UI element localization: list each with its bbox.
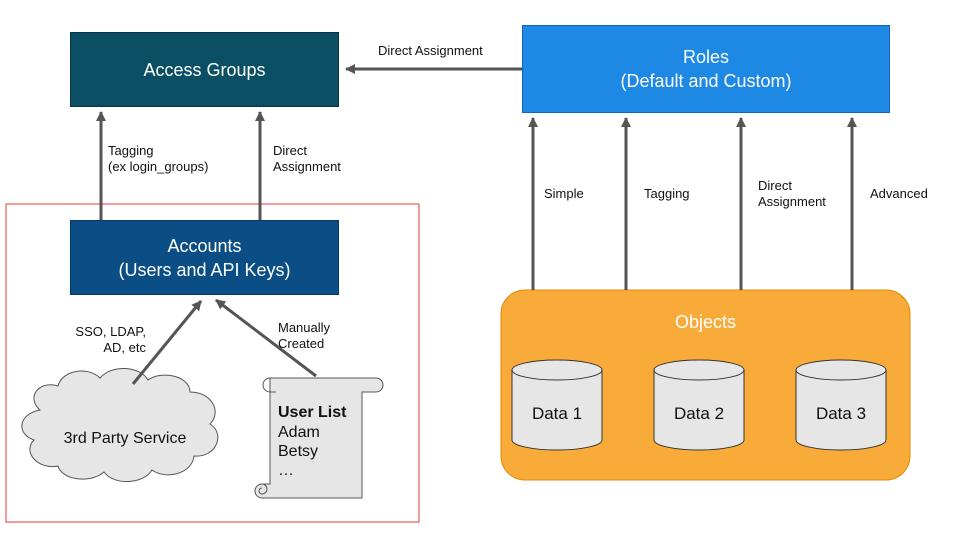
edge-label-manual-line2: Created <box>278 336 325 351</box>
edge-label-tagging-line2: (ex login_groups) <box>108 159 209 174</box>
cloud-icon <box>21 368 219 482</box>
edge-label-accounts-direct-line1: Direct <box>273 143 307 158</box>
user-list-item: Adam <box>278 424 320 441</box>
user-list-item: … <box>278 462 294 479</box>
roles-subtitle: (Default and Custom) <box>620 71 792 91</box>
data-store-1 <box>511 359 603 451</box>
edge-label-accounts-direct-line2: Assignment <box>273 159 341 174</box>
edge-label-simple: Simple <box>544 186 584 201</box>
user-list-title: User List <box>278 404 347 421</box>
edge-label-tagging-line1: Tagging <box>108 143 154 158</box>
data-store-3 <box>795 359 887 451</box>
access-groups-title: Access Groups <box>143 59 266 80</box>
roles-title: Roles <box>682 47 730 67</box>
edge-label-manual-line1: Manually <box>278 320 331 335</box>
accounts-title: Accounts <box>167 235 242 256</box>
edge-label-objects-direct-line2: Assignment <box>758 194 826 209</box>
arrow-third-party-to-accounts <box>131 300 203 385</box>
third-party-label: 3rd Party Service <box>63 430 187 447</box>
data-store-3-label: Data 3 <box>815 404 867 423</box>
user-list-item: Betsy <box>278 443 319 460</box>
accounts-box: Accounts (Users and API Keys) <box>70 220 339 295</box>
edge-label-sso-line1: SSO, LDAP, <box>75 324 146 339</box>
roles-box: Roles (Default and Custom) <box>522 25 890 113</box>
edge-label-roles-direct: Direct Assignment <box>378 43 483 58</box>
data-store-2-label: Data 2 <box>673 404 725 423</box>
objects-title: Objects <box>674 312 737 332</box>
data-store-1-label: Data 1 <box>531 404 583 423</box>
edge-label-sso-line2: AD, etc <box>103 340 146 355</box>
edge-label-advanced: Advanced <box>870 186 928 201</box>
scroll-icon <box>254 377 384 499</box>
account-boundary <box>5 203 420 523</box>
access-groups-box: Access Groups <box>70 32 339 107</box>
data-store-2 <box>653 359 745 451</box>
edge-label-tagging: Tagging <box>644 186 690 201</box>
arrow-user-list-to-accounts <box>215 298 317 378</box>
accounts-subtitle: (Users and API Keys) <box>118 259 291 280</box>
edge-label-objects-direct-line1: Direct <box>758 178 792 193</box>
